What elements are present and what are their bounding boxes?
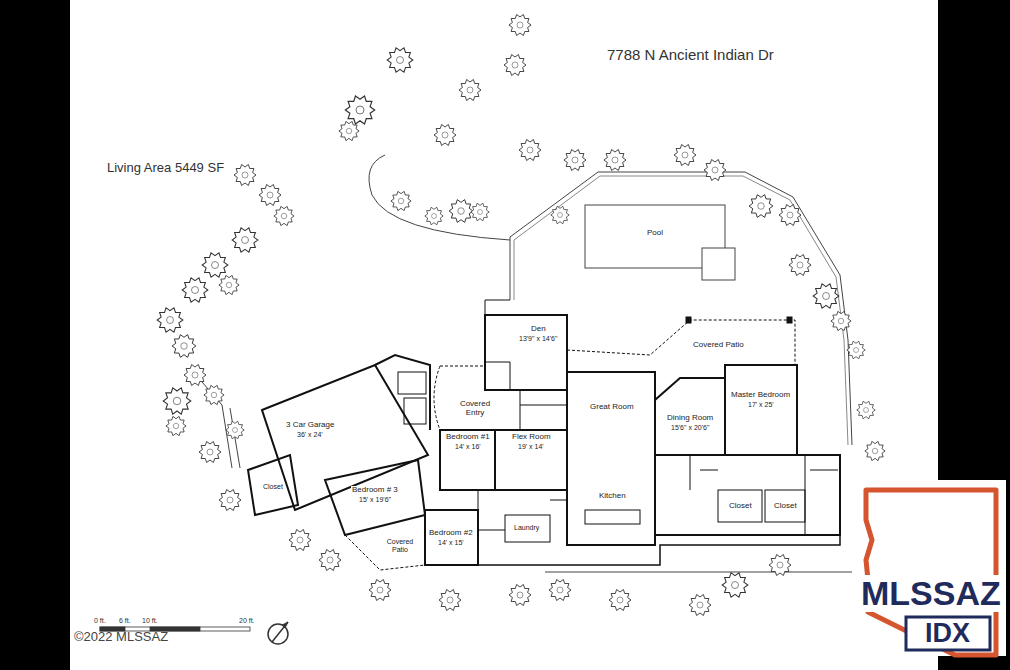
room-label: Dining Room — [666, 414, 714, 423]
area-note: Living Area 5449 SF — [107, 161, 224, 175]
room-label: Master Bedroom — [730, 391, 791, 400]
room-label: 3 Car Garage — [285, 421, 335, 430]
room-dimension: 15'6" x 20'6" — [670, 424, 710, 432]
room-label: Den — [530, 325, 547, 334]
room-dimension: 17' x 25' — [747, 401, 775, 409]
room-label: Covered Patio — [692, 341, 745, 350]
room-label: Kitchen — [598, 492, 627, 501]
room-dimension: 15' x 19'6" — [358, 496, 392, 504]
room-dimension: 36' x 24' — [296, 431, 324, 439]
scale-label: 0 ft. — [94, 617, 106, 625]
logo-text: MLSSAZ — [860, 575, 1002, 612]
room-label: Flex Room — [511, 433, 552, 442]
room-dimension: 13'9" x 14'6" — [518, 335, 558, 343]
watermark: ©2022 MLSSAZ — [74, 630, 168, 644]
logo-text: IDX — [925, 619, 970, 649]
scale-label: 10 ft. — [142, 617, 158, 625]
scale-label: 20 ft. — [239, 617, 255, 625]
room-label: Closet — [773, 502, 798, 511]
room-label: Great Room — [589, 403, 635, 412]
room-label: Covered Patio — [382, 538, 418, 553]
scale-label: 6 ft. — [119, 617, 131, 625]
room-label: Bedroom #2 — [428, 529, 474, 538]
room-dimension: 19' x 14' — [517, 443, 545, 451]
room-label: Bedroom # 3 — [351, 486, 399, 495]
room-label: Laundry — [513, 524, 540, 532]
room-label: Covered Entry — [454, 400, 496, 418]
room-label: Bedroom #1 — [445, 433, 491, 442]
plan-title: 7788 N Ancient Indian Dr — [607, 47, 774, 64]
room-dimension: 14' x 15' — [437, 539, 465, 547]
room-label: Closet — [262, 483, 284, 491]
room-dimension: 14' x 16' — [454, 443, 482, 451]
room-label: Pool — [647, 229, 663, 238]
room-label: Closet — [728, 502, 753, 511]
